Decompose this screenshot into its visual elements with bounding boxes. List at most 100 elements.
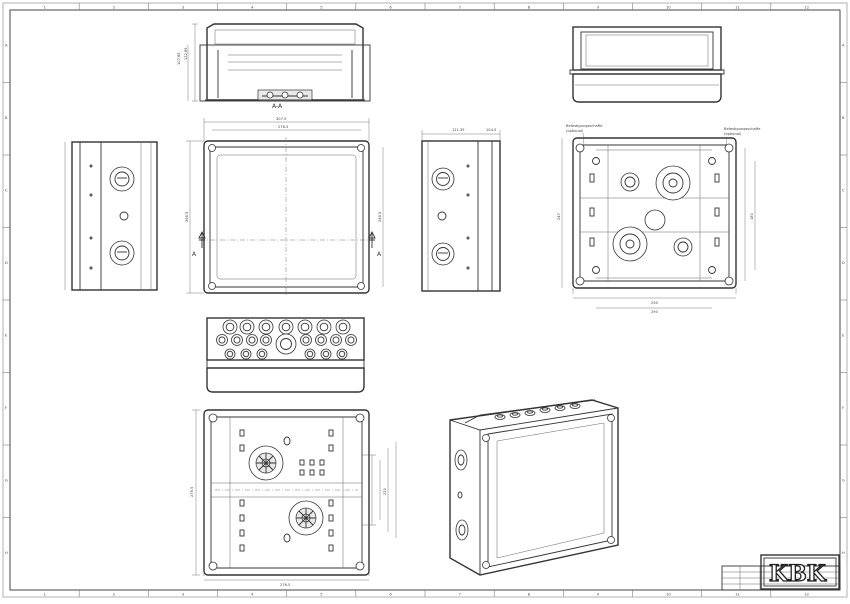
mount-note-right: Befestigungsschaffe <box>724 127 761 131</box>
cable-gland <box>316 319 332 335</box>
cable-gland <box>260 334 272 346</box>
cable-gland <box>336 348 348 360</box>
mount-slot <box>309 459 315 466</box>
cable-gland <box>275 333 297 355</box>
cable-gland-inner <box>306 350 314 358</box>
border-row-label: F <box>842 406 844 410</box>
cable-gland <box>315 334 327 346</box>
border-row-label: H <box>5 551 8 555</box>
mount-slot <box>239 529 245 537</box>
side-height-b: 132.85 <box>184 47 188 60</box>
iso-cable-gland-inner <box>527 410 533 414</box>
iso-cable-gland-inner <box>557 405 563 409</box>
border-col-label: 5 <box>320 6 322 10</box>
mount-slot <box>328 529 334 537</box>
iso-cable-gland-inner <box>512 412 518 416</box>
section-marker-left: A <box>192 251 197 258</box>
bottom-height: 276.5 <box>190 487 194 497</box>
cable-gland <box>231 334 243 346</box>
border-row-label: D <box>842 261 845 265</box>
border-col-label: 2 <box>113 593 115 597</box>
logo-text: KBK <box>769 561 827 587</box>
mount-slot <box>299 469 305 476</box>
cable-gland-inner <box>347 336 355 344</box>
border-col-label: 10 <box>666 593 671 597</box>
mount-slot <box>239 544 245 552</box>
bottom-width: 276.5 <box>280 583 290 587</box>
mount-note-right-2: (optional) <box>724 132 742 136</box>
cable-gland <box>345 334 357 346</box>
iso-cable-gland-inner <box>542 407 548 411</box>
border-col-label: 7 <box>459 593 461 597</box>
cable-gland-inner <box>332 336 340 344</box>
cable-gland <box>278 319 294 335</box>
mount-slot <box>328 429 334 437</box>
top-height-right: 246.5 <box>378 212 382 222</box>
front-elevation-view <box>569 26 725 103</box>
cable-gland-inner <box>281 322 291 332</box>
mount-slot <box>328 514 334 522</box>
right-depth-b: 104.5 <box>486 128 496 132</box>
back-width-inner: 230 <box>651 301 659 305</box>
cable-gland <box>300 334 312 346</box>
cable-gland <box>224 348 236 360</box>
cable-gland <box>330 334 342 346</box>
border-row-label: A <box>842 43 845 47</box>
cable-gland <box>216 334 228 346</box>
border-col-label: 1 <box>44 6 46 10</box>
cable-gland-inner <box>242 322 252 332</box>
border-row-label: C <box>5 188 8 192</box>
right-depth-a: 121.35 <box>452 128 465 132</box>
section-marker-right: A <box>377 251 382 258</box>
front-gland-view <box>206 317 365 393</box>
kbk-logo: KBK <box>760 554 840 590</box>
cable-gland <box>240 348 252 360</box>
mount-note-left: Befestigungsschaffe <box>566 124 603 128</box>
mount-slot <box>319 469 325 476</box>
cable-gland-inner <box>317 336 325 344</box>
side-height-a: 107.85 <box>177 52 181 65</box>
cable-gland <box>304 348 316 360</box>
top-height-left: 266.5 <box>185 212 189 222</box>
border-col-label: 4 <box>251 6 254 10</box>
title-block <box>721 565 841 591</box>
border-col-label: 7 <box>459 6 461 10</box>
cable-gland-inner <box>319 322 329 332</box>
cable-gland-inner <box>233 336 241 344</box>
section-label: A-A <box>272 103 283 110</box>
cable-gland <box>258 319 274 335</box>
cable-gland-inner <box>322 350 330 358</box>
cable-gland-inner <box>242 350 250 358</box>
cable-gland <box>256 348 268 360</box>
left-side-view <box>64 141 158 291</box>
cable-gland-inner <box>226 350 234 358</box>
mount-slot <box>309 469 315 476</box>
border-row-label: G <box>842 478 845 482</box>
cable-gland-inner <box>302 336 310 344</box>
isometric-view <box>449 399 619 576</box>
border-col-label: 9 <box>597 593 600 597</box>
cable-gland-inner <box>225 322 235 332</box>
mount-slot <box>239 514 245 522</box>
border-col-label: 12 <box>804 593 809 597</box>
border-col-label: 3 <box>182 6 184 10</box>
border-col-label: 10 <box>666 6 671 10</box>
border-row-label: E <box>5 333 8 337</box>
border-row-label: B <box>842 116 845 120</box>
mount-slot <box>328 499 334 507</box>
border-row-label: H <box>842 551 845 555</box>
border-col-label: 12 <box>804 6 809 10</box>
top-view: A A 307.5 276.5 266.5 246.5 <box>185 117 384 297</box>
cable-gland-inner <box>280 338 292 350</box>
border-col-label: 6 <box>389 6 392 10</box>
back-width-outer: 290 <box>651 310 659 314</box>
mount-slot <box>239 429 245 437</box>
border-col-label: 8 <box>528 593 531 597</box>
cable-gland <box>222 319 238 335</box>
mount-note-left-2: (optional) <box>566 129 584 133</box>
cable-gland <box>320 348 332 360</box>
cable-gland-inner <box>218 336 226 344</box>
mount-slot <box>239 499 245 507</box>
cable-gland-inner <box>248 336 256 344</box>
